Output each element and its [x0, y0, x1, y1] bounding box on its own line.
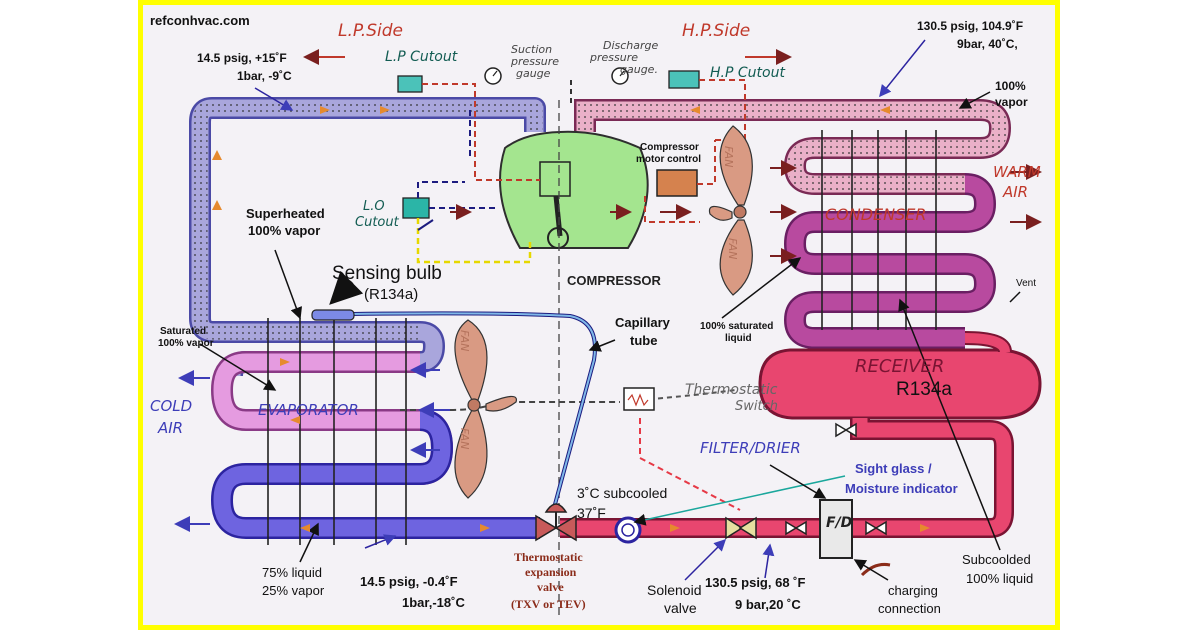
- discharge-gauge-label-2: pressure: [590, 51, 638, 64]
- subcooled-liquid-label-1: Subcoolded: [962, 552, 1031, 567]
- liquid-state-bar: 9 bar,20 ˚C: [735, 597, 801, 612]
- thermo-switch-label-1: Thermostatic: [685, 382, 778, 398]
- sight-glass-label-2: Moisture indicator: [845, 481, 958, 496]
- evaporator-fan: [454, 319, 517, 499]
- motor-control-box: [656, 169, 698, 197]
- suction-line: [189, 97, 546, 377]
- subcooled-liquid-label-2: 100% liquid: [966, 571, 1034, 586]
- hp-state-bar: 9bar, 40˚C,: [957, 37, 1018, 51]
- txv-label-1: Thermostatic: [514, 550, 583, 564]
- filter-drier-box-label: F/D: [826, 515, 853, 531]
- condenser-label: CONDENSER: [825, 205, 927, 224]
- sensing-bulb-label: Sensing bulb: [332, 263, 442, 284]
- sight-glass-label-1: Sight glass /: [855, 461, 932, 476]
- evaporator-lower-coil: [210, 409, 540, 539]
- capillary-label-2: tube: [630, 333, 658, 348]
- watermark: refconhvac.com: [150, 13, 250, 28]
- condenser-fan-label-top: FAN: [722, 146, 736, 168]
- txv-label-3: valve: [537, 580, 564, 594]
- motor-control-label-1: Compressor: [640, 142, 699, 153]
- sat-vapor-label-2: 100% vapor: [158, 338, 214, 349]
- lp-state-psig: 14.5 psig, +15˚F: [197, 51, 287, 65]
- discharge-line: [574, 99, 1012, 195]
- vent-label: Vent: [1016, 278, 1037, 289]
- receiver-tank: [758, 331, 1042, 420]
- condenser-coil: [783, 173, 997, 349]
- evap-state-psig: 14.5 psig, -0.4˚F: [360, 574, 458, 589]
- suction-gauge-label-3: gauge: [516, 67, 551, 80]
- evaporator-label: EVAPORATOR: [258, 401, 359, 419]
- superheated-label-2: 100% vapor: [248, 223, 321, 238]
- compressor-body: [499, 130, 649, 249]
- superheated-label-1: Superheated: [246, 206, 325, 221]
- txv-label-2: expansion: [525, 565, 577, 579]
- condenser-fan-label-bottom: FAN: [726, 238, 740, 260]
- leader-lines: [199, 39, 1021, 581]
- charging-label-2: connection: [878, 601, 941, 616]
- cold-air-label-2: AIR: [158, 419, 184, 437]
- solenoid-valve-icon: [725, 516, 757, 540]
- lp-state-bar: 1bar, -9˚C: [237, 69, 292, 83]
- condenser-fan: [708, 125, 753, 296]
- evap-state-bar: 1bar,-18˚C: [402, 595, 465, 610]
- liquid-mix-label-2: 25% vapor: [262, 583, 325, 598]
- compressor-label: COMPRESSOR: [567, 273, 661, 288]
- hp-cutout-label: H.P Cutout: [710, 65, 785, 81]
- lp-cutout-label: L.P Cutout: [385, 49, 458, 65]
- hp-side-label: H.P.Side: [682, 21, 751, 41]
- vapor-100-label-1: 100%: [995, 79, 1026, 93]
- evaporator-airflow-arrows: [174, 362, 450, 532]
- warm-air-label-2: AIR: [1003, 183, 1029, 201]
- evaporator-fan-label-top: FAN: [458, 330, 472, 352]
- hp-state-psig: 130.5 psig, 104.9˚F: [917, 19, 1024, 33]
- capillary-label-1: Capillary: [615, 315, 670, 330]
- lo-cutout-box: [402, 197, 430, 219]
- receiver-ref: R134a: [896, 379, 952, 400]
- filter-drier-label: FILTER/DRIER: [700, 439, 801, 457]
- flow-direction-markers: [212, 106, 930, 532]
- subcooled-label-1: 3˚C subcooled: [577, 485, 668, 501]
- vapor-100-label-2: vapor: [995, 95, 1028, 109]
- cold-air-label-1: COLD: [150, 397, 193, 415]
- lo-cutout-label-2: Cutout: [355, 215, 399, 230]
- evaporator-fins: [267, 318, 407, 545]
- charging-label-1: charging: [888, 583, 938, 598]
- lo-cutout-label-1: L.O: [363, 199, 385, 214]
- solenoid-label-1: Solenoid: [647, 582, 702, 598]
- sat-vapor-label-1: Saturated: [160, 326, 207, 337]
- sat-liquid-label-1: 100% saturated: [700, 321, 774, 332]
- sensing-bulb: [311, 309, 355, 321]
- receiver-label: RECEIVER: [855, 356, 945, 377]
- charging-connection-icon: [860, 563, 891, 577]
- discharge-gauge-label-3: gauge.: [620, 63, 658, 76]
- liquid-mix-label-1: 75% liquid: [262, 565, 322, 580]
- lp-cutout-box: [397, 75, 423, 93]
- hand-valve-icon: [785, 422, 887, 536]
- thermo-switch-label-2: Switch: [735, 399, 778, 414]
- lp-side-label: L.P.Side: [338, 21, 403, 41]
- motor-control-label-2: motor control: [636, 154, 701, 165]
- filter-drier-icon: [819, 499, 853, 559]
- suction-gauge-label-1: Suction: [511, 43, 553, 56]
- condenser-airflow-arrows: [450, 160, 1042, 264]
- subcooled-label-2: 37˚F: [577, 505, 606, 521]
- suction-gauge-label-2: pressure: [511, 55, 559, 68]
- liquid-state-psig: 130.5 psig, 68 ˚F: [705, 575, 806, 590]
- evaporator-fan-label-bottom: FAN: [458, 428, 472, 450]
- txv-label-4: (TXV or TEV): [511, 597, 586, 611]
- sat-liquid-label-2: liquid: [725, 333, 752, 344]
- hp-cutout-box: [668, 70, 700, 89]
- txv-valve-icon: [535, 503, 577, 542]
- solenoid-label-2: valve: [664, 600, 697, 616]
- sensing-bulb-ref: (R134a): [364, 286, 419, 303]
- liquid-line: [560, 418, 1014, 538]
- condenser-fins: [821, 130, 937, 330]
- discharge-gauge-label-1: Discharge: [603, 39, 659, 52]
- warm-air-label-1: WARM: [993, 163, 1041, 181]
